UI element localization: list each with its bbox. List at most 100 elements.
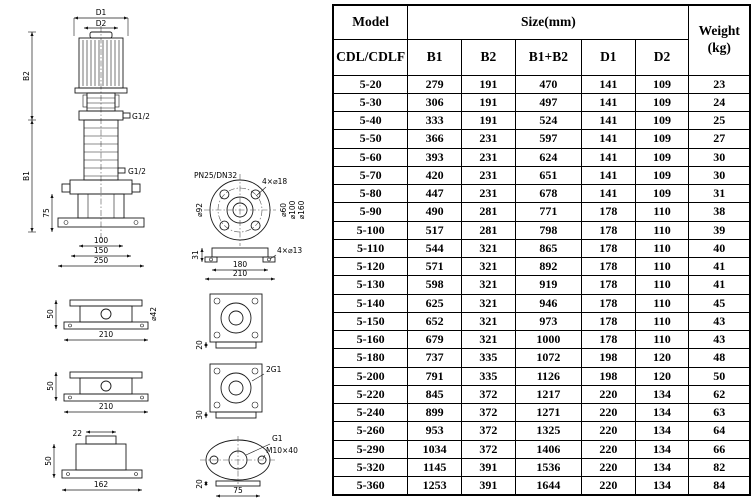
dim-31-label: 31 bbox=[191, 250, 200, 260]
header-weight: Weight (kg) bbox=[688, 4, 751, 76]
dim-cell: 110 bbox=[634, 329, 690, 350]
dim-cell: 946 bbox=[514, 293, 582, 313]
dim-cell: 281 bbox=[461, 202, 516, 222]
dim-cell: 892 bbox=[514, 256, 582, 277]
bolt-holes-18-label: 4×⌀18 bbox=[262, 177, 287, 186]
header-size: Size(mm) bbox=[407, 4, 690, 40]
dim-cell: 490 bbox=[407, 202, 463, 222]
model-cell: 5-140 bbox=[332, 293, 409, 313]
dim-cell: 50 bbox=[688, 366, 751, 386]
dim-cell: 109 bbox=[634, 165, 690, 186]
dim-cell: 43 bbox=[688, 329, 751, 350]
dim-50-label-1: 50 bbox=[46, 309, 55, 319]
model-cell: 5-260 bbox=[332, 421, 409, 441]
dim-cell: 973 bbox=[514, 311, 582, 332]
dim-cell: 134 bbox=[634, 421, 690, 441]
header-model-series: CDL/CDLF bbox=[332, 38, 409, 76]
dim-210-flange-label: 210 bbox=[233, 269, 248, 278]
dim-cell: 63 bbox=[688, 402, 751, 423]
dim-cell: 544 bbox=[407, 238, 463, 259]
dim-cell: 141 bbox=[580, 129, 636, 149]
dim-cell: 393 bbox=[407, 147, 463, 167]
dim-cell: 919 bbox=[514, 275, 582, 295]
dim-cell: 109 bbox=[634, 183, 690, 204]
dim-cell: 447 bbox=[407, 183, 463, 204]
dim-cell: 220 bbox=[580, 476, 636, 496]
dim-cell: 178 bbox=[580, 293, 636, 313]
dim-cell: 120 bbox=[634, 348, 690, 368]
dim-210-label-2: 210 bbox=[99, 402, 114, 411]
model-cell: 5-220 bbox=[332, 384, 409, 405]
header-col-b1: B1 bbox=[407, 38, 463, 76]
dim-30-label: 30 bbox=[195, 410, 204, 420]
dim-cell: 899 bbox=[407, 402, 463, 423]
dim-b1-label: B1 bbox=[22, 171, 31, 181]
dia-160-label: ⌀160 bbox=[297, 200, 306, 219]
dim-75-label: 75 bbox=[42, 208, 51, 218]
base-pedestal-view: 22 50 162 bbox=[44, 429, 143, 492]
dia-92-label: ⌀92 bbox=[195, 203, 204, 217]
dim-cell: 845 bbox=[407, 384, 463, 405]
dim-cell: 306 bbox=[407, 92, 463, 113]
dim-cell: 333 bbox=[407, 110, 463, 131]
dim-cell: 597 bbox=[514, 129, 582, 149]
dim-cell: 141 bbox=[580, 183, 636, 204]
dim-cell: 1034 bbox=[407, 439, 463, 459]
dim-cell: 109 bbox=[634, 92, 690, 113]
dim-cell: 1000 bbox=[514, 329, 582, 350]
dim-cell: 191 bbox=[461, 110, 516, 131]
dim-cell: 110 bbox=[634, 311, 690, 332]
dim-cell: 134 bbox=[634, 457, 690, 478]
dim-cell: 141 bbox=[580, 147, 636, 167]
port-g12-top-label: G1/2 bbox=[132, 112, 150, 121]
dim-cell: 470 bbox=[514, 74, 582, 94]
header-col-b2: B2 bbox=[461, 38, 516, 76]
dim-cell: 231 bbox=[461, 129, 516, 149]
dim-cell: 1644 bbox=[514, 476, 582, 496]
dim-cell: 798 bbox=[514, 220, 582, 240]
dim-b2-label: B2 bbox=[22, 71, 31, 81]
dim-d2-label: D2 bbox=[96, 19, 107, 28]
dim-cell: 31 bbox=[688, 183, 751, 204]
dim-cell: 25 bbox=[688, 110, 751, 131]
dim-cell: 953 bbox=[407, 421, 463, 441]
dim-cell: 23 bbox=[688, 74, 751, 94]
dim-cell: 624 bbox=[514, 147, 582, 167]
dim-cell: 652 bbox=[407, 311, 463, 332]
dim-cell: 141 bbox=[580, 92, 636, 113]
stool-top-view-2: 2G1 30 bbox=[195, 363, 282, 420]
dim-cell: 517 bbox=[407, 220, 463, 240]
model-cell: 5-90 bbox=[332, 202, 409, 222]
dim-cell: 141 bbox=[580, 110, 636, 131]
header-col-d2: D2 bbox=[634, 38, 690, 76]
dim-cell: 110 bbox=[634, 293, 690, 313]
model-cell: 5-130 bbox=[332, 275, 409, 295]
technical-drawings: D1 D2 bbox=[0, 0, 330, 500]
model-cell: 5-70 bbox=[332, 165, 409, 186]
dim-cell: 178 bbox=[580, 256, 636, 277]
dim-cell: 134 bbox=[634, 476, 690, 496]
dim-cell: 321 bbox=[461, 329, 516, 350]
dim-210-label-1: 210 bbox=[99, 330, 114, 339]
model-cell: 5-360 bbox=[332, 476, 409, 496]
bolt-holes-13-label: 4×⌀13 bbox=[277, 246, 302, 255]
dim-cell: 178 bbox=[580, 220, 636, 240]
model-cell: 5-150 bbox=[332, 311, 409, 332]
dim-cell: 38 bbox=[688, 202, 751, 222]
dim-cell: 178 bbox=[580, 238, 636, 259]
dim-cell: 231 bbox=[461, 147, 516, 167]
flange-top-view: PN25/DN32 4×⌀18 ⌀92 ⌀60 ⌀100 ⌀160 bbox=[191, 171, 306, 281]
dim-cell: 220 bbox=[580, 384, 636, 405]
model-cell: 5-60 bbox=[332, 147, 409, 167]
